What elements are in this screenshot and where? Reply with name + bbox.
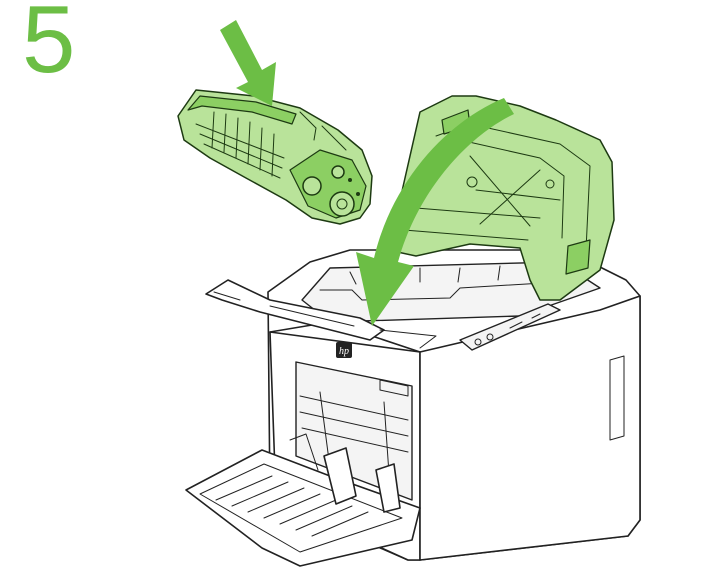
hp-logo-text: hp — [339, 346, 349, 357]
arrow-down-icon — [220, 20, 276, 106]
step-number: 5 — [22, 0, 76, 93]
output-tray — [205, 279, 437, 349]
curved-arrow-icon — [356, 98, 514, 326]
hp-logo — [336, 342, 352, 358]
input-tray — [185, 433, 421, 567]
toner-cartridge — [177, 89, 373, 225]
